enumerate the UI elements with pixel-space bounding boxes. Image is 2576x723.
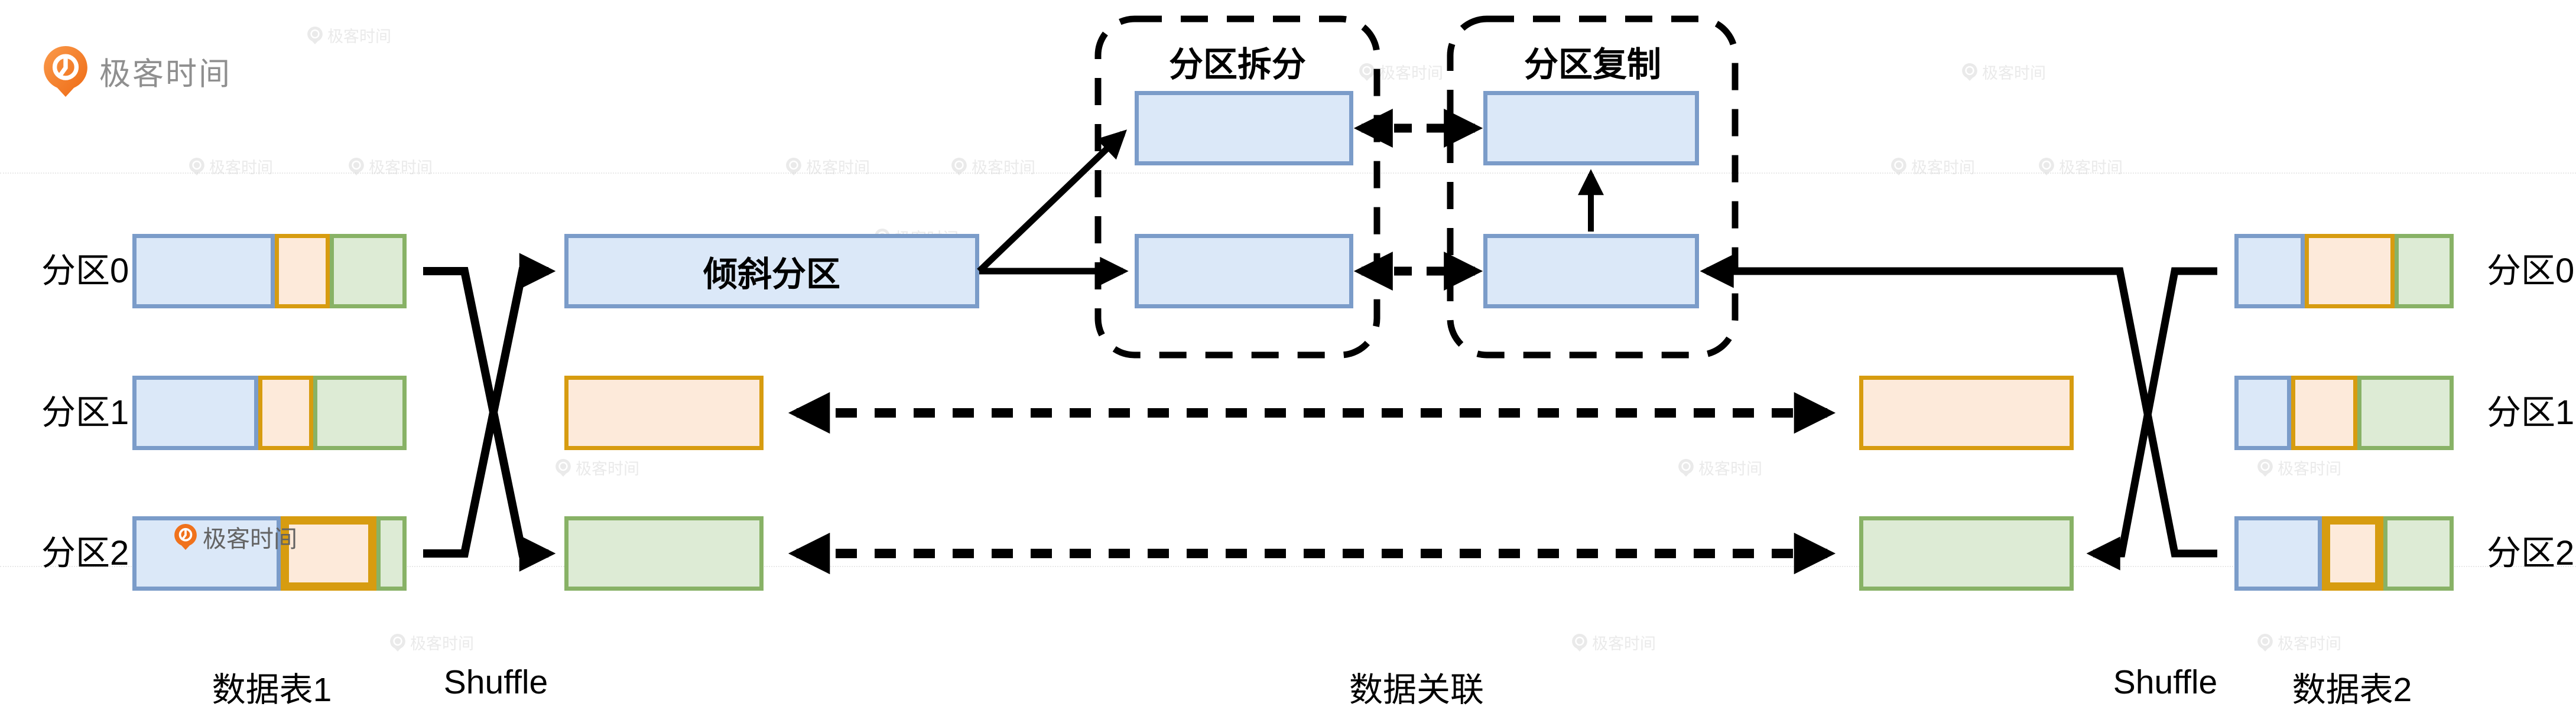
partition-segment-green	[2357, 376, 2454, 450]
brand-watermark-text: 极客时间	[2059, 159, 2123, 177]
skew-partition-box: 倾斜分区	[564, 234, 979, 308]
inline-brand-watermark-text: 极客时间	[203, 526, 297, 552]
copy-bottom-box	[1483, 234, 1699, 308]
right-orange-partition-box	[1859, 376, 2074, 450]
partition-segment-orange	[258, 376, 314, 450]
left-green-partition-box	[564, 516, 764, 591]
partition-segment-blue	[2234, 376, 2292, 450]
copy-top-box	[1483, 91, 1699, 165]
geektime-pin-icon	[1962, 63, 1977, 81]
right-partition2-bar	[2234, 516, 2454, 591]
right-partition1-bar	[2234, 376, 2454, 450]
geektime-pin-icon	[2039, 157, 2054, 175]
right-partition0-bar	[2234, 234, 2454, 308]
partition-segment-green	[330, 234, 407, 308]
partition-segment-orange	[2322, 516, 2384, 591]
left-partition2-bar	[132, 516, 407, 591]
brand-watermark: 极客时间	[2257, 631, 2341, 654]
geektime-logo: 极客时间	[44, 46, 232, 97]
left-partition1-label: 分区1	[41, 393, 129, 432]
brand-watermark: 极客时间	[189, 155, 273, 178]
brand-watermark-text: 极客时间	[209, 159, 273, 177]
brand-watermark-text: 极客时间	[1982, 64, 2046, 82]
brand-watermark-text: 极客时间	[1911, 159, 1975, 177]
left-table-caption: 数据表1	[212, 671, 332, 709]
copy-group-title: 分区复制	[1523, 45, 1661, 84]
brand-watermark-text: 极客时间	[806, 159, 870, 177]
brand-watermark: 极客时间	[556, 456, 639, 479]
split-top-box	[1135, 91, 1353, 165]
right-green-partition-box	[1859, 516, 2074, 591]
brand-watermark: 极客时间	[1891, 155, 1975, 178]
geektime-logo-text: 极客时间	[99, 57, 232, 92]
brand-watermark-text: 极客时间	[369, 159, 433, 177]
skew-partition-label: 倾斜分区	[703, 255, 840, 294]
brand-watermark-text: 极客时间	[2278, 635, 2341, 653]
inline-brand-watermark: 极客时间	[174, 520, 297, 554]
right-table-caption: 数据表2	[2292, 671, 2412, 709]
left-partition0-bar	[132, 234, 407, 308]
brand-watermark: 极客时间	[786, 155, 870, 178]
brand-watermark: 极客时间	[2039, 155, 2123, 178]
geektime-pin-icon	[1678, 458, 1694, 477]
partition-segment-blue	[132, 376, 259, 450]
right-shuffle-caption: Shuffle	[2113, 663, 2218, 701]
partition-segment-blue	[132, 234, 275, 308]
geektime-pin-icon	[1891, 157, 1906, 175]
geektime-pin-icon	[307, 26, 323, 44]
split-bottom-box	[1135, 234, 1353, 308]
partition-segment-green	[2394, 234, 2454, 308]
partition-segment-blue	[132, 516, 281, 591]
left-orange-partition-box	[564, 376, 764, 450]
left-partition0-label: 分区0	[41, 252, 129, 290]
partition-segment-orange	[2291, 376, 2357, 450]
partition-segment-green	[2383, 516, 2454, 591]
brand-watermark-text: 极客时间	[327, 28, 391, 45]
partition-segment-green	[376, 516, 407, 591]
left-shuffle-caption: Shuffle	[443, 663, 548, 701]
brand-watermark: 极客时间	[1962, 60, 2046, 83]
partition-segment-green	[313, 376, 407, 450]
partition-segment-blue	[2234, 234, 2305, 308]
brand-watermark: 极客时间	[2257, 456, 2341, 479]
partition-segment-orange	[275, 234, 330, 308]
split-group-title: 分区拆分	[1168, 45, 1306, 84]
brand-watermark: 极客时间	[1572, 631, 1656, 654]
left-partition1-bar	[132, 376, 407, 450]
left-partition2-label: 分区2	[41, 534, 129, 572]
brand-watermark-text: 极客时间	[2278, 460, 2341, 478]
brand-watermark-text: 极客时间	[410, 635, 474, 653]
geektime-pin-icon	[2257, 458, 2273, 477]
geektime-pin-icon	[2257, 633, 2273, 652]
join-caption: 数据关联	[1349, 671, 1484, 709]
brand-watermark-text: 极客时间	[1379, 64, 1443, 82]
geektime-pin-icon	[390, 633, 405, 652]
geektime-pin-icon	[44, 46, 87, 97]
right-partition0-label: 分区0	[2487, 252, 2575, 290]
geektime-pin-icon	[189, 157, 204, 175]
geektime-pin-icon	[786, 157, 801, 175]
brand-watermark: 极客时间	[307, 24, 391, 47]
geektime-pin-icon	[349, 157, 364, 175]
geektime-pin-icon	[1572, 633, 1587, 652]
brand-watermark: 极客时间	[390, 631, 474, 654]
geektime-pin-icon	[556, 458, 571, 477]
geektime-pin-icon	[951, 157, 967, 175]
brand-watermark-text: 极客时间	[576, 460, 639, 478]
partition-segment-blue	[2234, 516, 2322, 591]
partition-segment-orange	[280, 516, 376, 591]
right-partition1-label: 分区1	[2487, 393, 2575, 432]
geektime-pin-icon	[174, 524, 197, 550]
right-partition2-label: 分区2	[2487, 534, 2575, 572]
brand-watermark-text: 极客时间	[1592, 635, 1656, 653]
brand-watermark: 极客时间	[349, 155, 433, 178]
partition-segment-orange	[2304, 234, 2395, 308]
